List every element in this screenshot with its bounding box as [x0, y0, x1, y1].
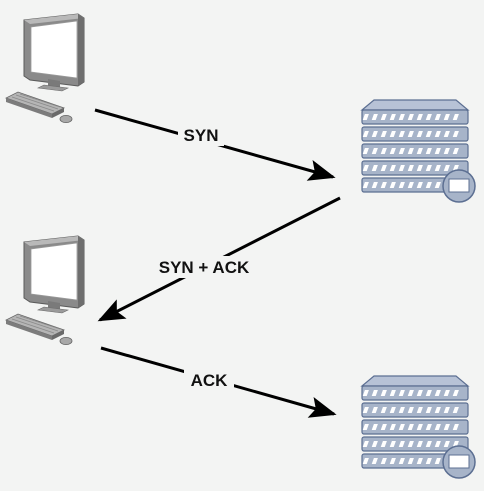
- client-computer-icon: [5, 13, 85, 124]
- server-rack-icon: [362, 100, 475, 202]
- server-rack-icon: [362, 376, 475, 478]
- syn-ack-label: SYN + ACK: [159, 258, 250, 277]
- syn-ack-label-bg: [148, 256, 260, 278]
- client-computer-icon: [5, 235, 85, 346]
- syn-label-bg: [178, 124, 224, 146]
- ack-label-bg: [184, 369, 234, 391]
- ack-label: ACK: [191, 371, 229, 390]
- syn-label: SYN: [184, 126, 219, 145]
